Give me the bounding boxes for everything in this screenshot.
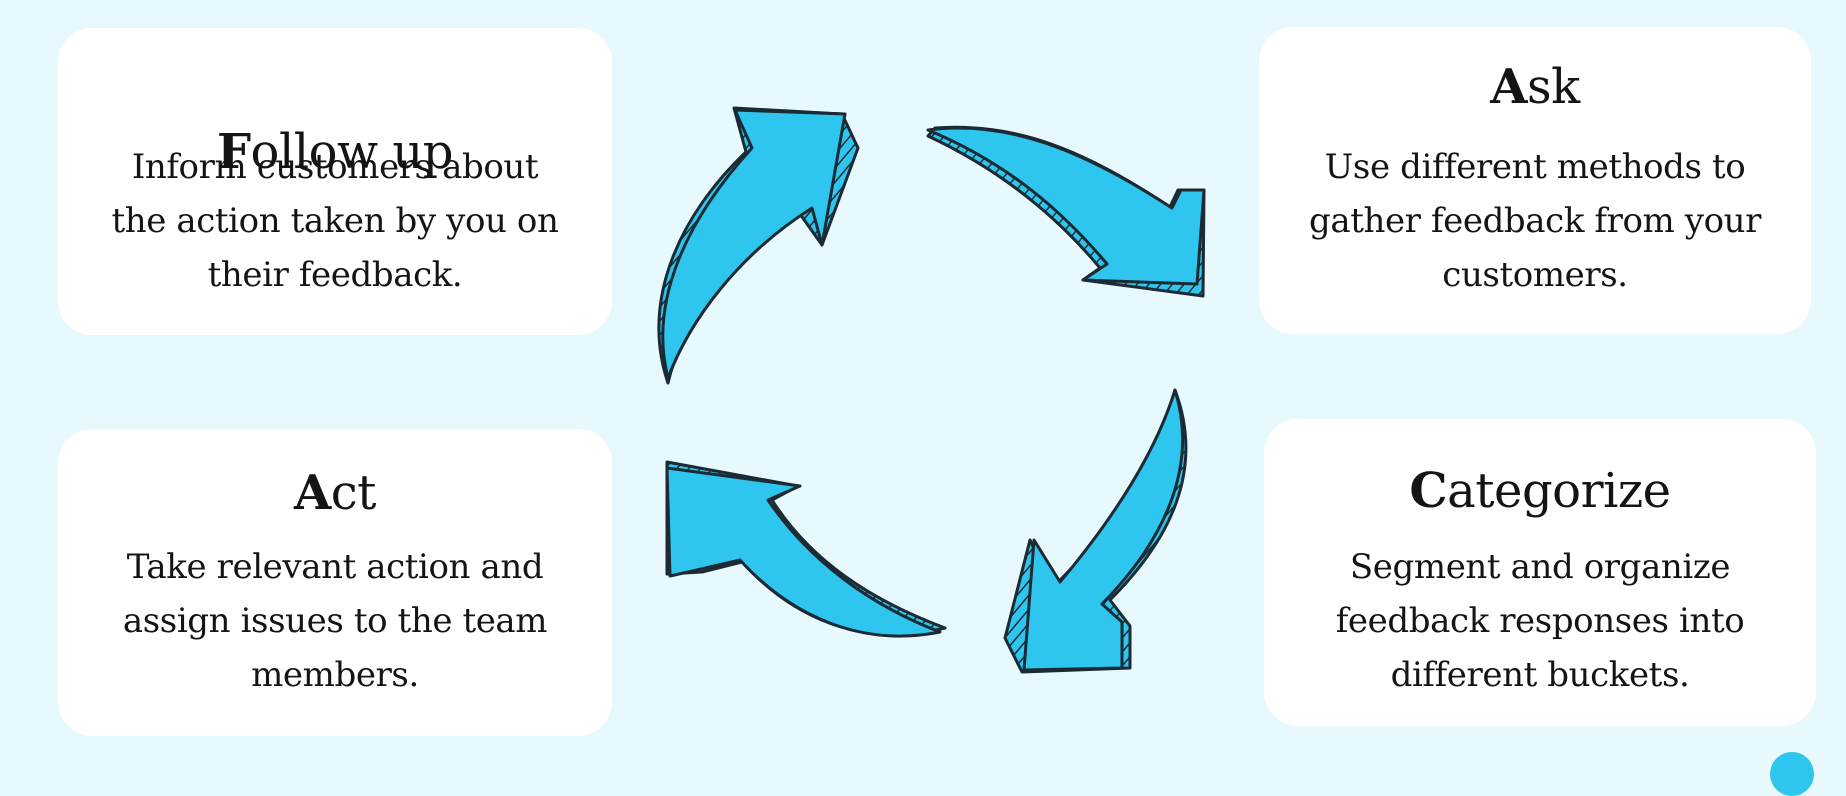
ask-title-rest: sk [1527,59,1580,115]
cycle-arrows [657,106,1206,674]
follow-up-description: Inform customers about the action taken … [111,147,559,295]
follow-up-card: Follow up Inform customers about the act… [58,28,612,335]
ask-description: Use different methods to gather feedback… [1308,147,1762,295]
categorize-title: Categorize [1264,463,1816,519]
ask-title: Ask [1259,59,1811,115]
arrow-up-icon [657,106,860,385]
arrow-left-icon [665,460,947,638]
categorize-description: Segment and organize feedback responses … [1335,547,1745,695]
ask-card: Ask Use different methods to gather feed… [1259,27,1811,334]
act-card: Act Take relevant action and assign issu… [58,429,612,736]
follow-up-title-initial: F [216,124,251,180]
ask-title-initial: A [1490,59,1528,115]
categorize-card: Categorize Segment and organize feedback… [1264,419,1816,726]
categorize-title-rest: ategorize [1447,463,1671,519]
act-title-initial: A [294,465,331,521]
act-description: Take relevant action and assign issues t… [122,547,548,695]
follow-up-title-rest: ollow up [250,124,454,180]
act-title: Act [58,465,612,521]
categorize-title-initial: C [1409,463,1448,519]
follow-up-title: Follow up [58,58,612,180]
arrow-down-icon [1003,388,1188,674]
corner-decoration [1770,752,1814,796]
act-title-rest: ct [330,465,377,521]
arrow-right-icon [926,125,1206,298]
